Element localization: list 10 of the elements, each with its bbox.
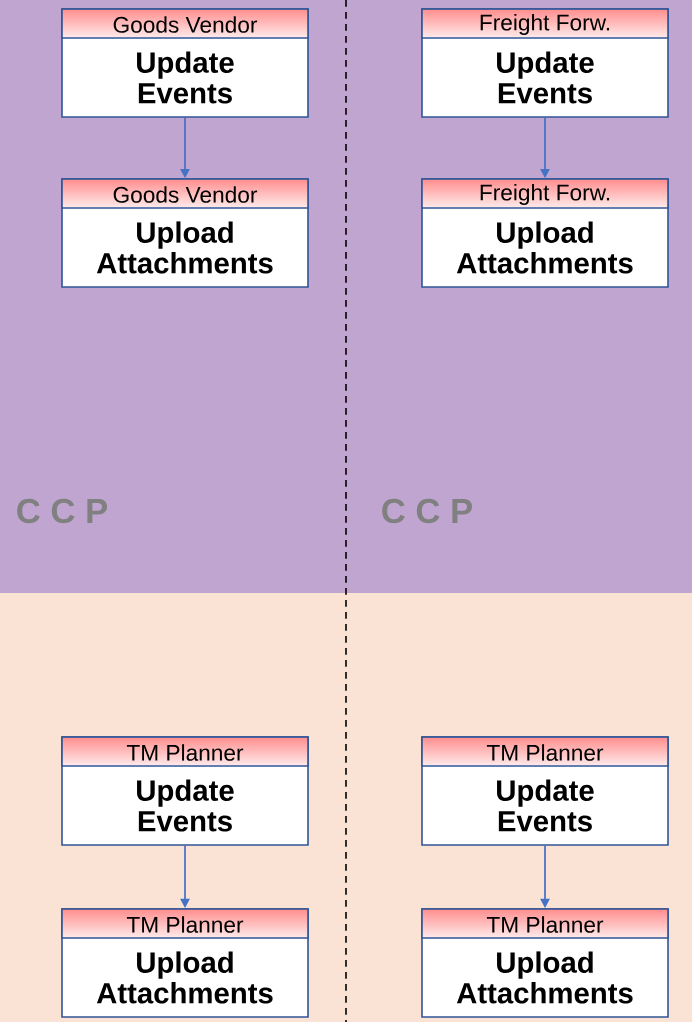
process-box: TM Planner Upload Attachments <box>61 908 309 1018</box>
process-box: TM Planner Upload Attachments <box>421 908 669 1018</box>
process-box: TM Planner Update Events <box>61 736 309 846</box>
process-box: TM Planner Update Events <box>421 736 669 846</box>
process-box: Goods Vendor Update Events <box>61 8 309 118</box>
process-box: Goods Vendor Upload Attachments <box>61 178 309 288</box>
process-box: Freight Forw. Upload Attachments <box>421 178 669 288</box>
band-label: C C P <box>382 498 472 524</box>
process-box: Freight Forw. Update Events <box>421 8 669 118</box>
band-label: C C P <box>17 498 107 524</box>
